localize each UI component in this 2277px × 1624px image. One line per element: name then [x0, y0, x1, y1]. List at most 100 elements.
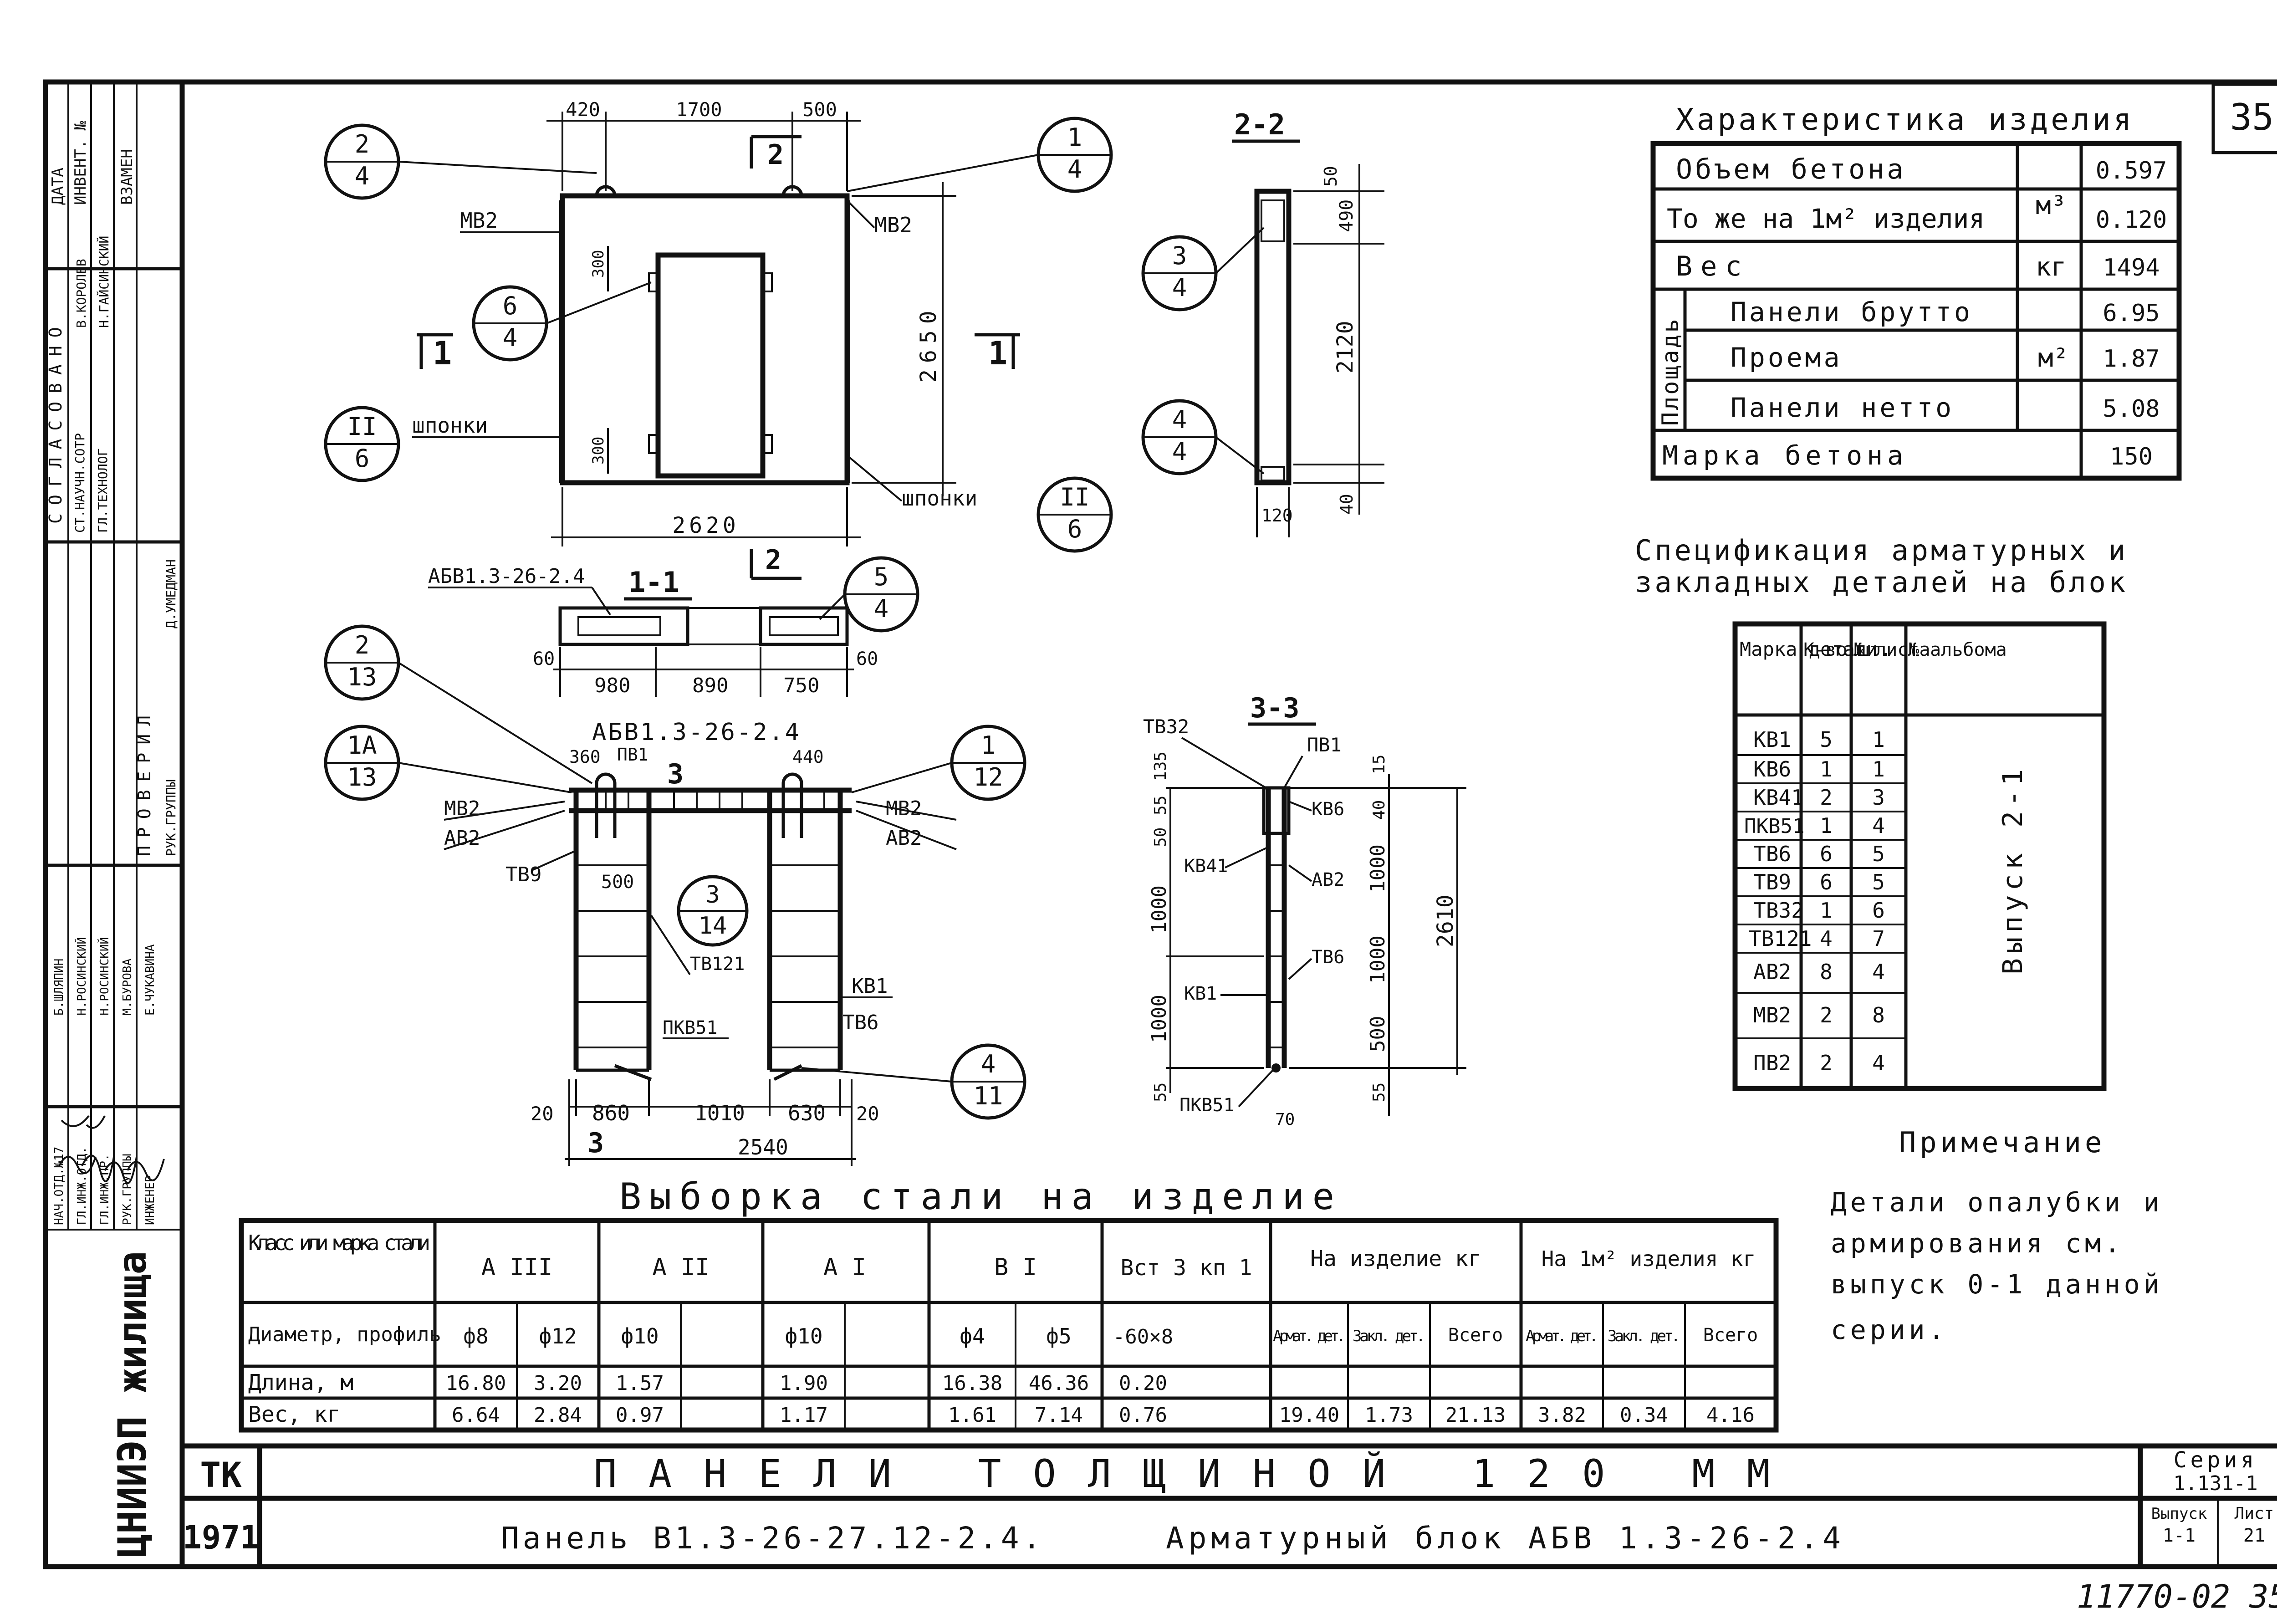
- callout-5-4: 5 4: [819, 556, 919, 633]
- spec-album-value: Выпуск 2-1: [1997, 765, 2029, 975]
- dim-300-b: 300: [589, 437, 608, 465]
- steel-total-4: 3.82: [1538, 1404, 1586, 1427]
- cut-mark-2-top: 2: [767, 139, 784, 171]
- tb-issue-label: Выпуск: [2151, 1505, 2207, 1523]
- callout-4-4: 4 4: [1141, 399, 1265, 475]
- spec-r2-sheet: 1: [1872, 757, 1885, 781]
- label-tv32: ТВ32: [1143, 715, 1189, 738]
- inventory-number: 11770-02 35: [2077, 1578, 2277, 1615]
- steel-sub-4: Армат. дет.: [1526, 1327, 1598, 1345]
- steel-class-5: Вст 3 кп 1: [1121, 1255, 1252, 1281]
- spec-r4-mark: ПКВ51: [1744, 815, 1804, 838]
- title-block: [182, 1443, 2277, 1567]
- steel-w-5: 1.17: [780, 1404, 828, 1427]
- section-3-3-label: 3-3: [1250, 692, 1299, 724]
- svg-text:1: 1: [981, 731, 996, 760]
- spec-r5-sheet: 5: [1872, 842, 1885, 866]
- staff-role-4: РУК.ГРУППЫ: [121, 1154, 134, 1225]
- char-area-label: Площадь: [1657, 317, 1684, 426]
- signature-scribble-2: [81, 1115, 115, 1182]
- label-kv1-section: КВ1: [1184, 983, 1217, 1004]
- tb-title: ПАНЕЛИ ТОЛЩИНОЙ 120 ММ: [594, 1451, 1802, 1496]
- dim-3-3-right-4: 1000: [1366, 935, 1389, 984]
- label-tv6-section: ТВ6: [1312, 947, 1344, 968]
- svg-text:4: 4: [1172, 437, 1187, 466]
- steel-total-2: 1.73: [1365, 1404, 1413, 1427]
- steel-len-2: 3.20: [534, 1372, 582, 1395]
- char-unit-m2: м²: [2038, 343, 2068, 373]
- steel-total-1: 19.40: [1279, 1404, 1339, 1427]
- section-2-2-label: 2-2: [1234, 108, 1285, 141]
- svg-text:3: 3: [705, 881, 720, 909]
- dim-bot-4: 630: [788, 1101, 826, 1125]
- svg-text:6: 6: [355, 444, 370, 473]
- char-unit-m3: м³: [2036, 191, 2066, 220]
- char-label-5: Проема: [1731, 342, 1843, 373]
- section-1-1: [558, 606, 849, 646]
- cut-mark-3-bottom: 3: [587, 1127, 604, 1159]
- svg-text:5: 5: [874, 562, 889, 591]
- block-label-top: АБВ1.3-26-2.4: [428, 565, 585, 588]
- spec-r8-qty: 4: [1820, 926, 1833, 951]
- spec-title-1: Спецификация арматурных и: [1635, 534, 2128, 567]
- block-label-mid: АБВ1.3-26-2.4: [592, 719, 801, 746]
- dim-3-3-right-5: 500: [1366, 1016, 1389, 1052]
- steel-diam-1: ф8: [463, 1324, 488, 1348]
- svg-text:2: 2: [355, 631, 370, 659]
- tb-code: ТК: [200, 1455, 242, 1495]
- spec-title-2: закладных деталей на блок: [1635, 566, 2128, 599]
- char-label-2: То же на 1м² изделия: [1667, 203, 1985, 234]
- dim-3-3-left-1: 50: [1151, 827, 1170, 847]
- dim-3-3-55: 55: [1151, 1083, 1170, 1102]
- tb-series-label: Серия: [2174, 1447, 2258, 1473]
- label-pkv51: ПКВ51: [663, 1017, 717, 1038]
- steel-diam-2: ф12: [539, 1324, 577, 1348]
- svg-text:12: 12: [973, 763, 1003, 792]
- dim-block-440: 440: [792, 747, 824, 767]
- signature-scribble-1: [58, 1115, 97, 1174]
- label-kv41: КВ41: [1184, 856, 1228, 877]
- steel-w-3: 0.97: [616, 1404, 664, 1427]
- signature-scribble-3: [104, 1156, 138, 1184]
- tb-sheet-label: Лист: [2235, 1504, 2274, 1523]
- characteristics-table: [1650, 141, 2182, 481]
- char-label-4: Панели брутто: [1731, 296, 1973, 327]
- spec-table: [1732, 621, 2107, 1091]
- note-line-2: армирования см.: [1831, 1228, 2124, 1259]
- steel-len-6: 16.38: [942, 1372, 1002, 1395]
- char-label-7: Марка бетона: [1662, 440, 1908, 471]
- label-ab2-section: АВ2: [1312, 869, 1344, 890]
- tb-series-value: 1.131-1: [2173, 1472, 2257, 1495]
- steel-diam-7: ф5: [1046, 1324, 1071, 1348]
- stamp-agreed-role-1: СТ.НАУЧН.СОТР: [72, 433, 87, 533]
- staff-role-5: ИНЖЕНЕР: [143, 1175, 157, 1225]
- spec-r5-qty: 6: [1820, 842, 1833, 866]
- spec-r3-sheet: 3: [1872, 785, 1885, 810]
- callout-2-13: 2 13: [324, 624, 593, 784]
- dim-top-1: 420: [566, 98, 600, 121]
- spec-r11-mark: ПВ2: [1753, 1051, 1791, 1075]
- dim-3-3-left-4: 1000: [1148, 885, 1171, 934]
- steel-w-1: 6.64: [452, 1404, 500, 1427]
- char-label-6: Панели нетто: [1731, 392, 1954, 423]
- label-mb2-right: МВ2: [874, 213, 912, 237]
- svg-text:1: 1: [1067, 123, 1082, 152]
- steel-len-5: 1.90: [780, 1372, 828, 1395]
- spec-r1-qty: 5: [1820, 727, 1833, 752]
- dim-block-360: 360: [569, 747, 601, 767]
- steel-title: Выборка стали на изделие: [619, 1175, 1343, 1218]
- label-tv6: ТВ6: [842, 1011, 878, 1034]
- signature-scribble-4: [127, 1159, 165, 1181]
- char-value-7: 150: [2110, 443, 2153, 470]
- spec-r6-mark: ТВ9: [1753, 870, 1791, 894]
- stamp-agreed-role-2: ГЛ.ТЕХНОЛОГ: [95, 449, 110, 533]
- svg-text:4: 4: [874, 594, 889, 623]
- spec-r11-sheet: 4: [1872, 1051, 1885, 1075]
- spec-r8-mark: ТВ121: [1749, 926, 1812, 951]
- dim-70: 70: [1275, 1110, 1295, 1129]
- spec-r6-sheet: 5: [1872, 870, 1885, 894]
- spec-r2-mark: КВ6: [1753, 757, 1791, 781]
- steel-diameter-label: Диаметр, профиль: [248, 1323, 441, 1346]
- spec-r10-mark: МВ2: [1753, 1003, 1791, 1027]
- staff-name-2: Н.РОСИНСКИЙ: [74, 937, 89, 1016]
